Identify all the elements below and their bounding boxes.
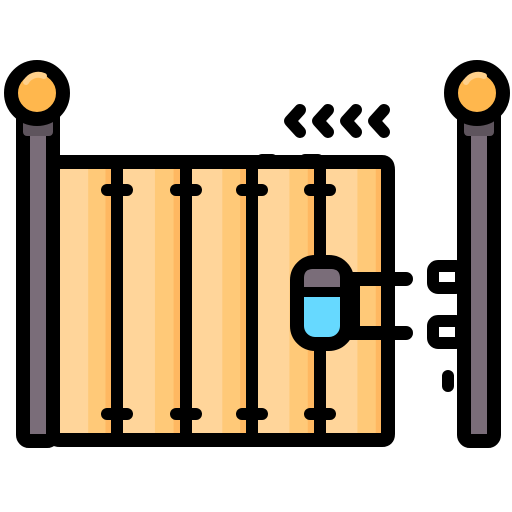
left-knob-highlight [23, 71, 47, 85]
lock-icon [290, 255, 354, 351]
gate-bolts [101, 184, 336, 420]
gate-planks [46, 155, 395, 447]
chevron-left-icon-2 [312, 104, 334, 138]
gate-plank-3 [186, 162, 252, 440]
hinge-brackets [427, 260, 467, 392]
hinge-bracket-top [427, 260, 467, 294]
gate-plank-2 [117, 162, 186, 440]
chevron-left-icon-4 [368, 104, 390, 138]
right-knob-highlight [463, 71, 487, 85]
chevron-left-icon-3 [340, 104, 362, 138]
hinge-bracket-bottom [427, 315, 467, 349]
right-post-knob [444, 60, 510, 126]
right-post [457, 101, 501, 448]
gate-outline [46, 155, 395, 447]
slide-left-arrows-icon [284, 104, 390, 138]
gate-plank-1 [53, 162, 117, 440]
chevron-left-icon-1 [284, 104, 306, 138]
lock-cap [304, 269, 340, 290]
left-post-knob [4, 60, 70, 126]
